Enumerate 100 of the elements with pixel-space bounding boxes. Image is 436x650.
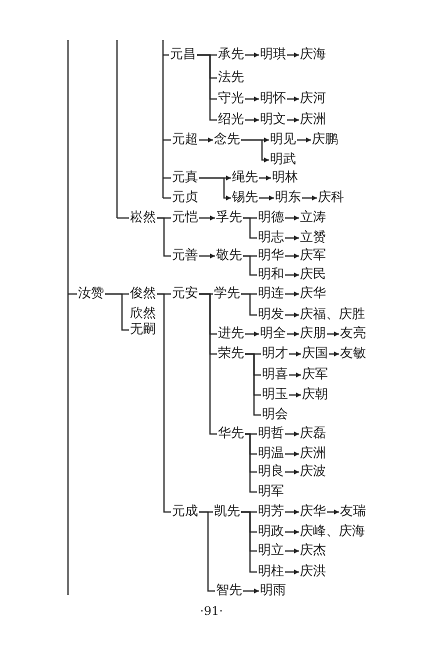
person-name: 明武 [270,152,296,168]
person-name: 明见 [270,132,296,148]
person-name: 守光 [218,91,244,107]
arrow [302,196,317,200]
person-name: 庆福、庆胜 [300,307,365,323]
person-name: 崧然 [130,210,156,226]
arrow [285,272,299,278]
tree-line [105,293,129,331]
person-name: 明良 [258,464,284,480]
person-name: 俊然 [130,286,156,302]
person-name: 明志 [258,230,284,246]
tree-line [243,217,257,239]
person-name: 元昌 [170,47,196,63]
person-name: 明芳 [258,504,284,520]
arrow [259,196,274,200]
person-name: 明德 [258,210,284,226]
person-name: 承先 [218,47,244,63]
arrow [243,588,259,594]
person-name: 明玉 [262,387,288,403]
person-name: 元超 [172,132,198,148]
arrow [199,177,231,200]
arrow [285,452,299,456]
person-name: 元善 [172,248,198,264]
tree-line [197,54,217,121]
arrow [245,52,259,58]
person-name: 立涛 [300,210,326,226]
person-name: 明才 [262,346,288,362]
person-name: 庆朋 [300,326,326,342]
person-name: 明发 [258,307,284,323]
person-name: 元成 [172,504,198,520]
arrow [259,176,271,180]
arrow [287,332,299,336]
person-name: 元真 [172,170,198,186]
arrow [199,138,213,142]
arrow [285,530,299,534]
arrow [285,236,299,240]
arrow [287,118,299,122]
tree-line [241,511,257,573]
person-name: 庆华 [300,286,326,302]
arrow [285,432,299,436]
person-name: 明华 [258,248,284,264]
person-name: 元安 [172,286,198,302]
person-name: 明连 [258,286,284,302]
person-name: 庆波 [300,464,326,480]
tree-line [243,255,257,276]
person-name: 明柱 [258,564,284,580]
person-name: 元贞 [172,190,198,206]
arrow [285,216,299,220]
arrow [327,332,339,336]
arrow [199,254,215,258]
person-name: 念先 [214,132,240,148]
person-name: 立赟 [300,230,326,246]
person-name: 庆朝 [302,387,328,403]
person-name: 绍光 [218,112,244,128]
person-name: 明立 [258,543,284,559]
tree-line [157,293,171,513]
tree-line [241,293,257,316]
person-name: 友敏 [340,346,366,362]
person-name: 进先 [218,326,244,342]
arrow [245,332,259,336]
person-name: 庆峰、庆海 [300,524,365,540]
arrow [289,392,301,398]
arrow [245,118,259,122]
person-name: 庆海 [300,47,326,63]
person-name: 庆杰 [300,543,326,559]
person-name: 华先 [218,426,244,442]
arrow [327,510,339,514]
page-number: ·91· [200,604,223,618]
person-name: 庆洲 [300,446,326,462]
person-name: 庆洪 [300,564,326,580]
person-name: 法先 [218,70,244,86]
person-name: 汝赞 [78,286,104,302]
person-name: 荣先 [218,346,244,362]
person-name: 庆民 [300,267,326,283]
person-name: 凯先 [214,504,240,520]
arrow [245,96,259,102]
person-name: 庆鹏 [312,132,338,148]
person-name: 庆军 [302,367,328,383]
person-name: 庆科 [318,190,344,206]
tree-line [116,39,130,219]
arrow [329,352,339,356]
arrow [285,254,299,258]
person-name: 明怀 [260,91,286,107]
arrow [285,312,299,318]
person-name: 明军 [258,484,284,500]
person-name: 庆华 [300,504,326,520]
person-name: 学先 [214,286,240,302]
arrow [297,138,311,142]
tree-line [157,217,171,257]
arrow [285,470,299,474]
arrow [285,510,299,514]
arrow [289,352,301,356]
person-name: 智先 [216,583,242,599]
arrow [241,139,269,162]
arrow [285,548,299,554]
tree-line [199,511,215,592]
person-name: 明政 [258,524,284,540]
person-name: 友瑞 [340,504,366,520]
person-name: 明全 [260,326,286,342]
person-name: 欣然 [130,306,156,322]
